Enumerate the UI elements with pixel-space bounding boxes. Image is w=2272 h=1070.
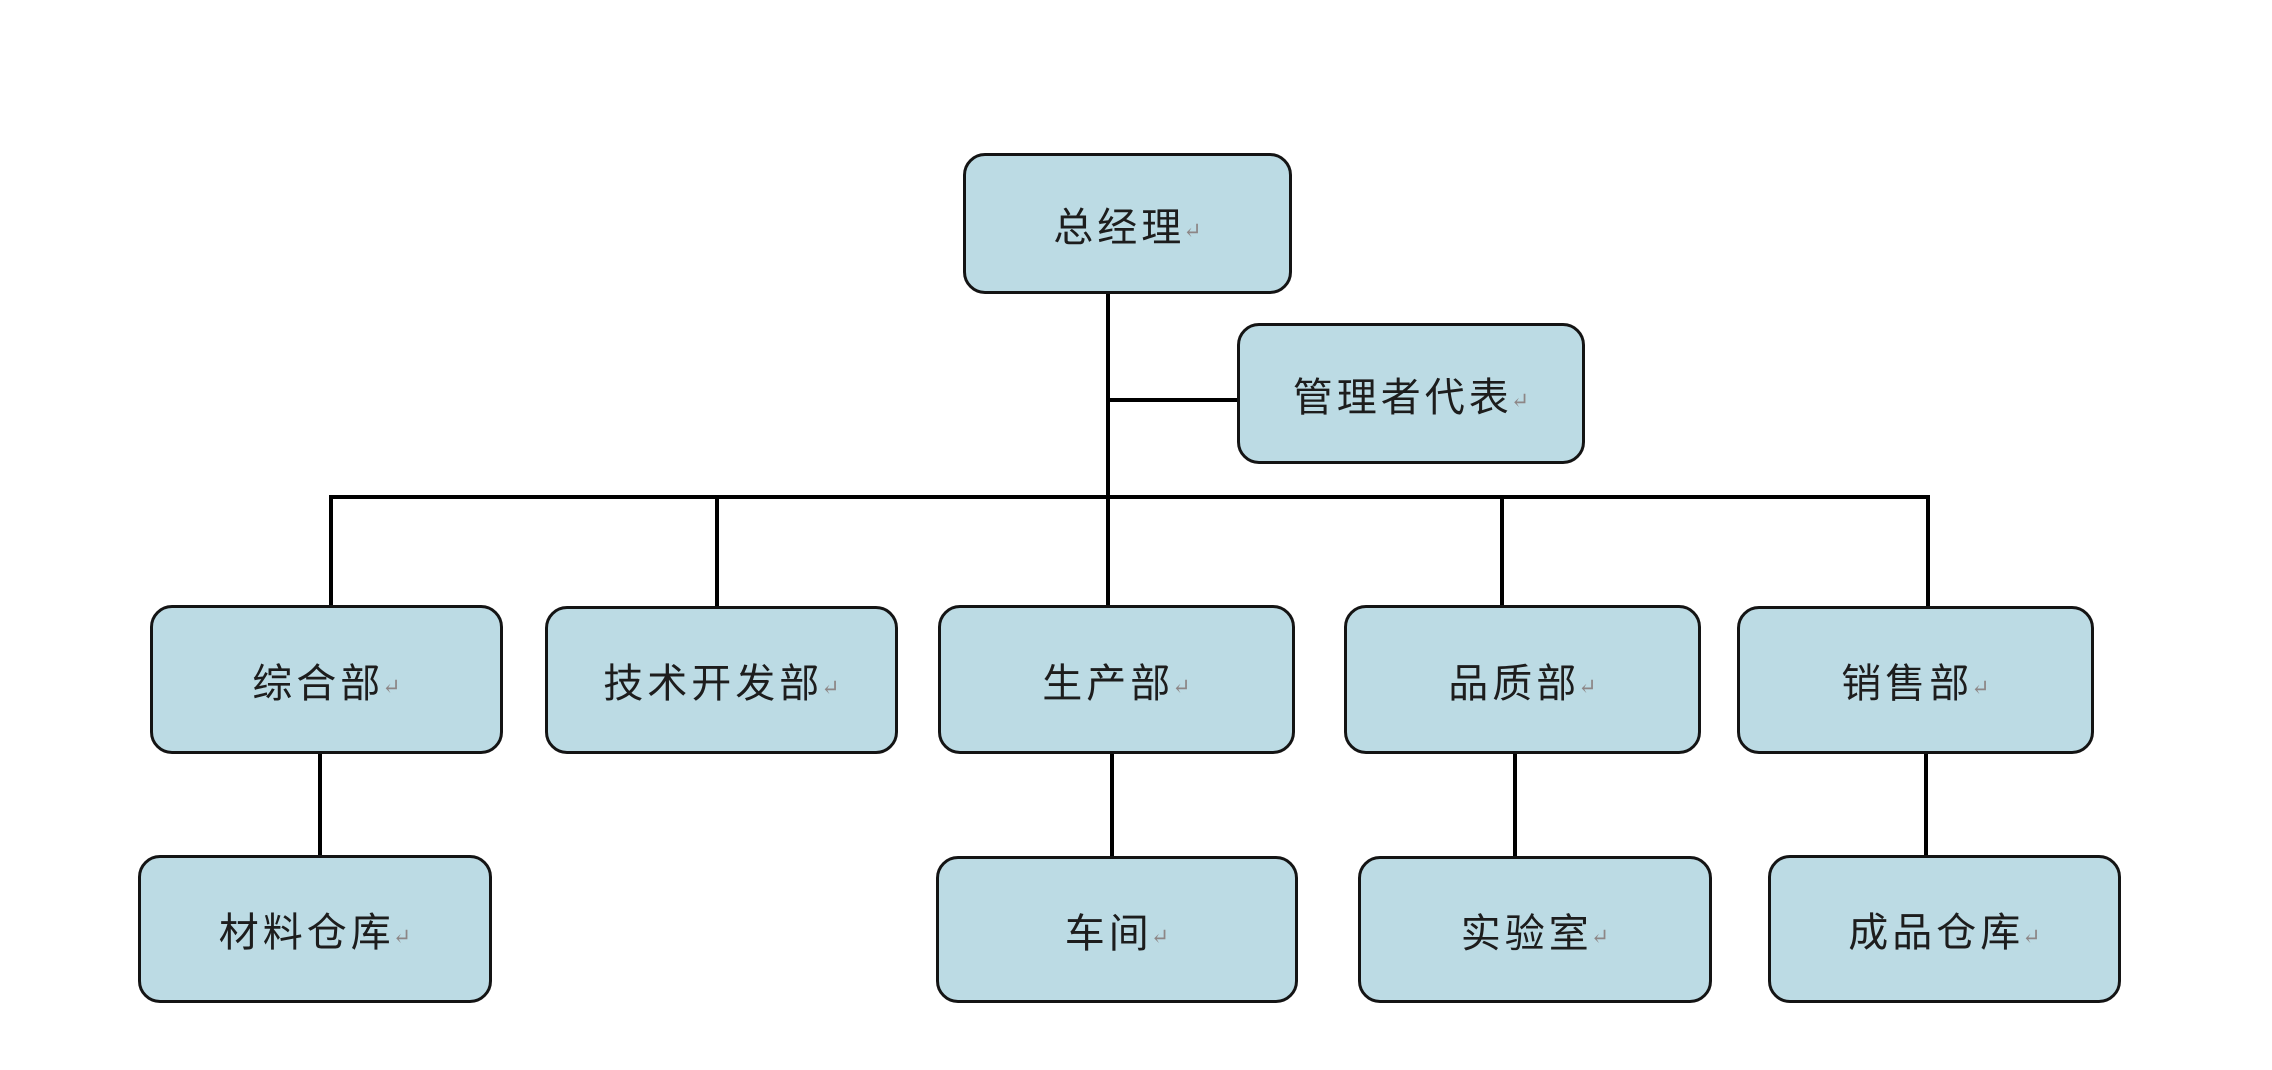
node-workshop[interactable]: 车间↵	[936, 856, 1298, 1003]
paragraph-mark-icon: ↵	[1971, 675, 1990, 701]
node-label: 材料仓库	[218, 910, 395, 956]
connector-bar-to-quality	[1500, 495, 1504, 607]
node-laboratory[interactable]: 实验室↵	[1358, 856, 1712, 1003]
node-general-affairs[interactable]: 综合部↵	[150, 605, 503, 754]
paragraph-mark-icon: ↵	[1172, 675, 1191, 700]
node-label: 管理者代表	[1292, 374, 1513, 421]
node-label: 总经理	[1053, 204, 1186, 251]
node-tech-development[interactable]: 技术开发部↵	[545, 606, 898, 754]
connector-gm-to-representative	[1108, 398, 1238, 402]
paragraph-mark-icon: ↵	[821, 675, 840, 701]
paragraph-mark-icon: ↵	[2022, 924, 2041, 950]
node-finished-warehouse[interactable]: 成品仓库↵	[1768, 855, 2121, 1003]
paragraph-mark-icon: ↵	[392, 924, 412, 950]
node-management-representative[interactable]: 管理者代表↵	[1237, 323, 1585, 464]
node-label: 车间	[1064, 910, 1153, 957]
node-production[interactable]: 生产部↵	[938, 605, 1295, 754]
connector-affairs-to-material-warehouse	[318, 752, 322, 857]
paragraph-mark-icon: ↵	[1578, 675, 1597, 700]
node-general-manager[interactable]: 总经理↵	[963, 153, 1292, 294]
node-material-warehouse[interactable]: 材料仓库↵	[138, 855, 492, 1003]
connector-bar-to-sales	[1926, 495, 1930, 607]
node-label: 实验室	[1460, 910, 1593, 957]
node-label: 综合部	[252, 660, 385, 707]
paragraph-mark-icon: ↵	[382, 675, 401, 700]
node-label: 成品仓库	[1848, 910, 2025, 956]
node-label: 生产部	[1042, 660, 1175, 707]
paragraph-mark-icon: ↵	[1590, 925, 1610, 950]
connector-horizontal-bar	[329, 495, 1930, 499]
node-label: 销售部	[1841, 661, 1974, 707]
paragraph-mark-icon: ↵	[1510, 389, 1530, 414]
connector-gm-to-bar	[1106, 292, 1110, 607]
connector-bar-to-tech-development	[715, 495, 719, 607]
connector-bar-to-general-affairs	[329, 495, 333, 607]
node-sales[interactable]: 销售部↵	[1737, 606, 2094, 754]
connector-production-to-workshop	[1110, 752, 1114, 858]
connector-sales-to-finished-warehouse	[1924, 752, 1928, 857]
node-label: 品质部	[1448, 660, 1581, 707]
paragraph-mark-icon: ↵	[1150, 925, 1170, 950]
connector-quality-to-laboratory	[1513, 752, 1517, 858]
paragraph-mark-icon: ↵	[1183, 219, 1202, 244]
node-quality[interactable]: 品质部↵	[1344, 605, 1701, 754]
node-label: 技术开发部	[603, 661, 824, 707]
